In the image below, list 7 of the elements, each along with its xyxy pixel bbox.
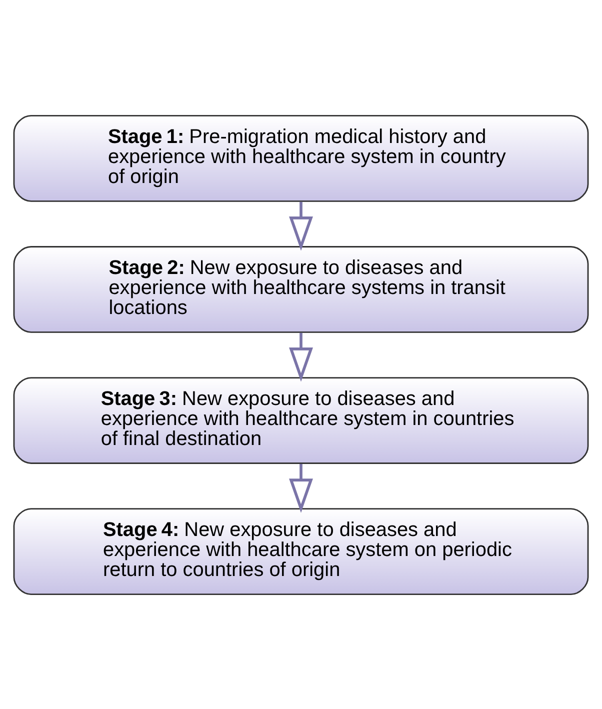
- node-box: Stage 4: New exposure to diseases and experience with healthcare system on periodic return to countries of origin: [13, 508, 589, 595]
- arrow: [289, 463, 313, 512]
- node-box: Stage 3: New exposure to diseases and experience with healthcare system in countries of final destination: [13, 376, 589, 464]
- node-box: Stage 1: Pre-migration medical history and experience with healthcare system in country of origin: [13, 114, 589, 202]
- arrow: [289, 332, 313, 382]
- arrow: [289, 201, 313, 250]
- node-box: Stage 2: New exposure to diseases and experience with healthcare systems in transit locations: [13, 246, 589, 332]
